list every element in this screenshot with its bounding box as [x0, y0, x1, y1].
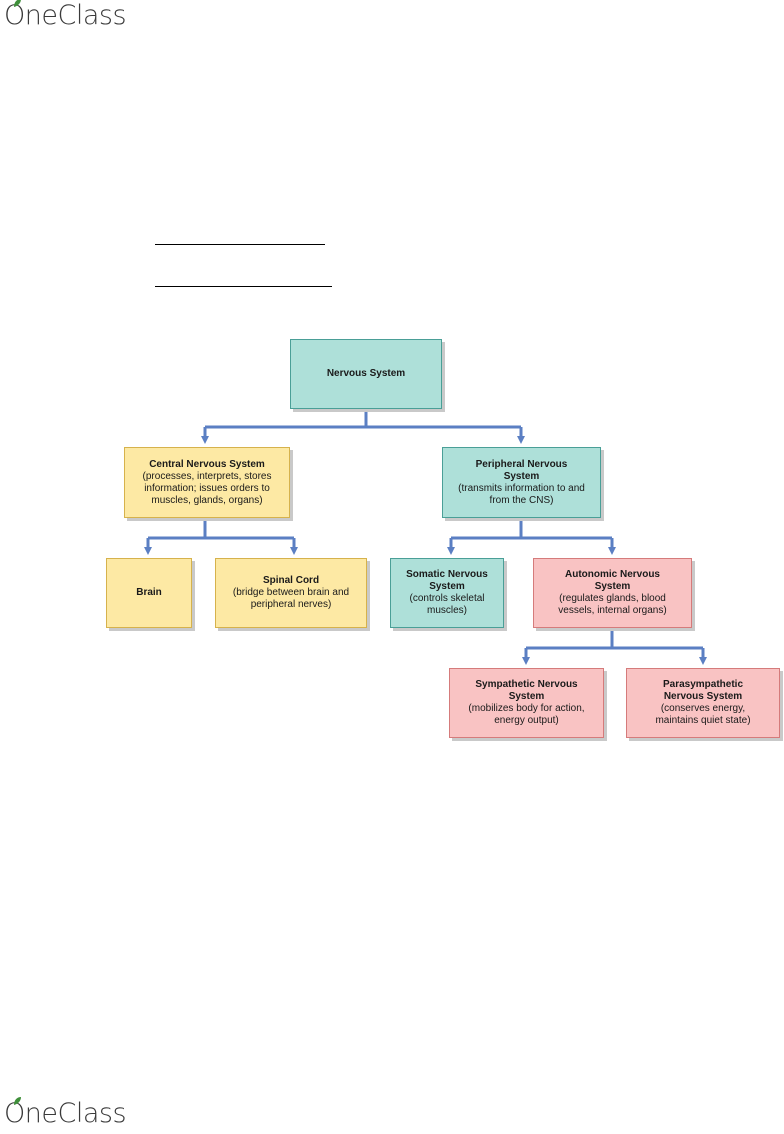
node-desc: (controls skeletal muscles): [409, 593, 485, 616]
oneclass-logo-top: OneClass: [4, 0, 127, 31]
node-desc: (regulates glands, blood vessels, intern…: [558, 593, 667, 616]
connector-cns: [148, 518, 294, 540]
node-peripheral-nervous-system: Peripheral Nervous System (transmits inf…: [442, 447, 601, 518]
oneclass-logo-bottom: OneClass: [4, 1097, 127, 1129]
brand-name: OneClass: [4, 1098, 127, 1129]
node-central-nervous-system: Central Nervous System (processes, inter…: [124, 447, 290, 518]
node-title: Peripheral Nervous System: [475, 458, 568, 482]
node-desc: (processes, interprets, stores informati…: [142, 470, 272, 506]
blank-line-2: [155, 286, 332, 287]
leaf-icon: [14, 0, 21, 7]
node-title: Nervous System: [326, 368, 406, 379]
brand-name: OneClass: [4, 0, 127, 31]
node-desc: (bridge between brain and peripheral ner…: [232, 587, 350, 610]
node-desc: (mobilizes body for action, energy outpu…: [468, 703, 585, 726]
node-nervous-system: Nervous System: [290, 339, 442, 409]
connector-root: [205, 410, 521, 429]
node-title: Brain: [136, 587, 162, 598]
node-desc: (conserves energy, maintains quiet state…: [655, 703, 751, 726]
node-somatic-nervous-system: Somatic Nervous System (controls skeleta…: [390, 558, 504, 628]
node-sympathetic-nervous-system: Sympathetic Nervous System (mobilizes bo…: [449, 668, 604, 738]
node-title: Autonomic Nervous System: [564, 569, 660, 592]
node-title: Spinal Cord: [262, 575, 320, 586]
node-brain: Brain: [106, 558, 192, 628]
blank-line-1: [155, 244, 325, 245]
node-parasympathetic-nervous-system: Parasympathetic Nervous System (conserve…: [626, 668, 780, 738]
node-title: Parasympathetic Nervous System: [662, 679, 744, 702]
leaf-icon: [14, 1097, 21, 1105]
node-spinal-cord: Spinal Cord (bridge between brain and pe…: [215, 558, 367, 628]
connector-pns: [451, 518, 612, 540]
node-desc: (transmits information to and from the C…: [458, 482, 585, 506]
connector-autonomic: [526, 628, 703, 650]
node-title: Somatic Nervous System: [406, 569, 488, 592]
node-title: Sympathetic Nervous System: [475, 679, 578, 702]
node-autonomic-nervous-system: Autonomic Nervous System (regulates glan…: [533, 558, 692, 628]
node-title: Central Nervous System: [149, 458, 265, 470]
